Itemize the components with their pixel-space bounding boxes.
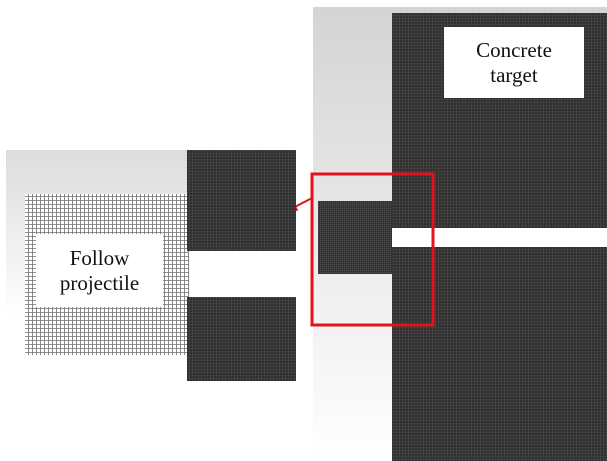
zoom-highlight-box: [310, 172, 435, 327]
target-detail-mesh-upper: [187, 150, 296, 251]
concrete-target-label-line-1: Concrete: [476, 37, 552, 62]
concrete-target-label-line-2: target: [490, 62, 538, 87]
concrete-target-mesh-lower: [392, 247, 607, 461]
projectile-mesh: [318, 201, 392, 274]
concrete-target-label: Concrete target: [444, 27, 584, 98]
concrete-target-channel: [392, 228, 607, 247]
target-detail-channel: [189, 251, 296, 297]
target-detail-mesh-lower: [187, 297, 296, 381]
follow-projectile-label-line-1: Follow: [69, 245, 130, 270]
follow-projectile-label-line-2: projectile: [59, 270, 140, 295]
follow-projectile-label: Follow projectile: [36, 234, 163, 307]
